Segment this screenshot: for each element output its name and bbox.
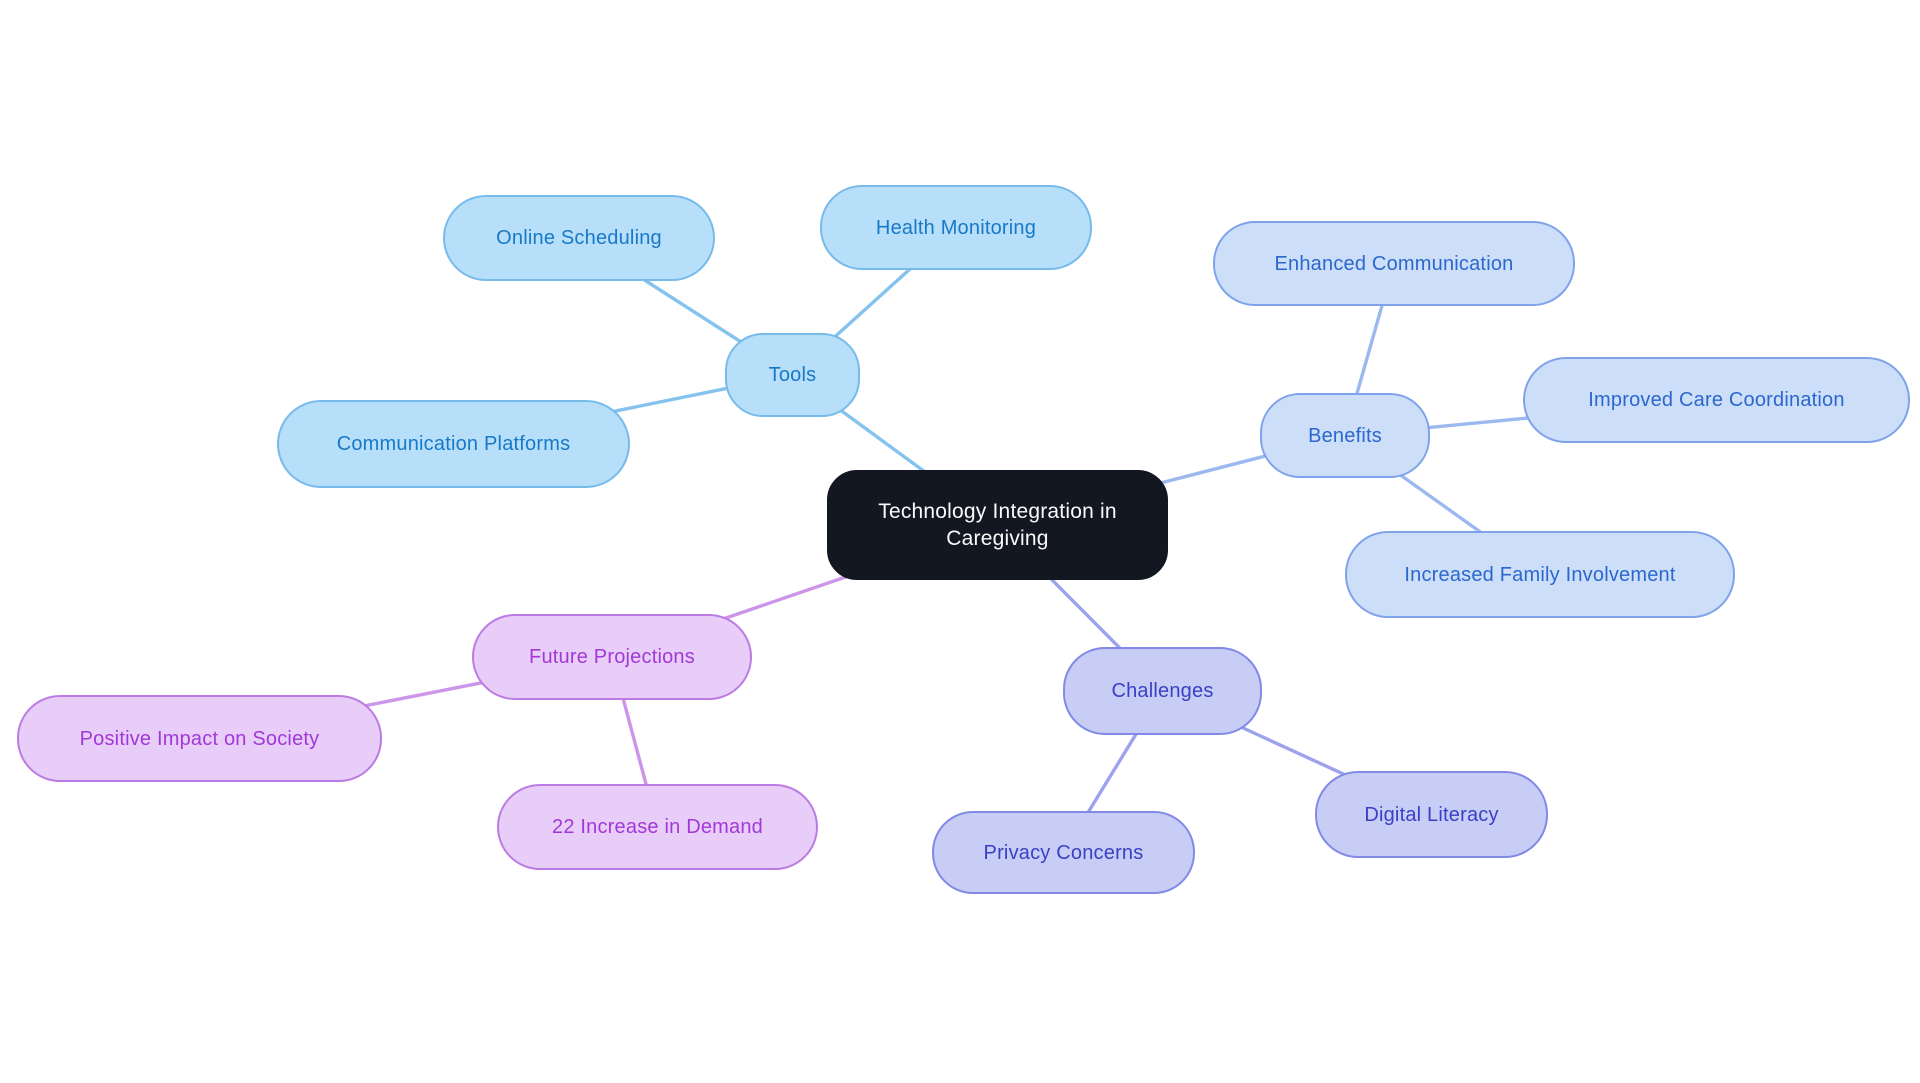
mindmap-node-label: Improved Care Coordination bbox=[1588, 389, 1845, 411]
mindmap-node-online-scheduling[interactable]: Online Scheduling bbox=[443, 195, 715, 281]
mindmap-node-label: Enhanced Communication bbox=[1274, 252, 1514, 275]
mindmap-node-label: Challenges bbox=[1111, 680, 1214, 702]
mindmap-node-communication-platforms[interactable]: Communication Platforms bbox=[277, 400, 630, 488]
mindmap-node-label: Online Scheduling bbox=[496, 227, 662, 249]
mindmap-node-label: Communication Platforms bbox=[336, 433, 571, 455]
mindmap-node-positive-impact-on-society[interactable]: Positive Impact on Society bbox=[17, 695, 382, 782]
mindmap-node-label: Digital Literacy bbox=[1364, 803, 1499, 826]
mindmap-node-challenges[interactable]: Challenges bbox=[1063, 647, 1262, 735]
mindmap-node-digital-literacy[interactable]: Digital Literacy bbox=[1315, 771, 1548, 858]
mindmap-node-label: Privacy Concerns bbox=[983, 841, 1144, 864]
mindmap-node-improved-care-coordination[interactable]: Improved Care Coordination bbox=[1523, 357, 1910, 443]
mindmap-node-benefits[interactable]: Benefits bbox=[1260, 393, 1430, 478]
mindmap-node-label: 22 Increase in Demand bbox=[552, 816, 763, 838]
mindmap-node-label: Benefits bbox=[1308, 424, 1382, 447]
mindmap-node-tools[interactable]: Tools bbox=[725, 333, 860, 417]
mindmap-node-health-monitoring[interactable]: Health Monitoring bbox=[820, 185, 1092, 270]
mindmap-node-privacy-concerns[interactable]: Privacy Concerns bbox=[932, 811, 1195, 894]
mindmap-node-label: Positive Impact on Society bbox=[79, 727, 320, 750]
mindmap-node-root[interactable]: Technology Integration in Caregiving bbox=[827, 470, 1168, 580]
mindmap-node-label: Future Projections bbox=[529, 646, 695, 668]
mindmap-node-future-projections[interactable]: Future Projections bbox=[472, 614, 752, 700]
mindmap-node-label: Increased Family Involvement bbox=[1404, 563, 1676, 586]
mindmap-node-increase-in-demand[interactable]: 22 Increase in Demand bbox=[497, 784, 818, 870]
mindmap-node-increased-family-involvement[interactable]: Increased Family Involvement bbox=[1345, 531, 1735, 618]
mindmap-node-label: Technology Integration in Caregiving bbox=[878, 499, 1117, 550]
mindmap-node-label: Health Monitoring bbox=[875, 216, 1037, 239]
mindmap-node-label: Tools bbox=[768, 364, 817, 386]
mindmap-node-enhanced-communication[interactable]: Enhanced Communication bbox=[1213, 221, 1575, 306]
